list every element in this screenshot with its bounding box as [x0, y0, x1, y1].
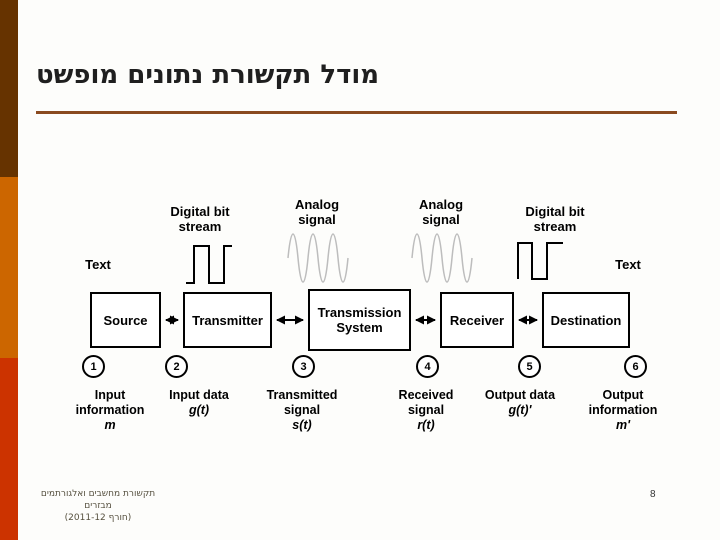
footer: תקשורת מחשבים ואלגורתמים מבזרים (חורף 20… — [28, 488, 168, 524]
square-wave-icon — [186, 245, 232, 284]
title-underline — [36, 111, 677, 114]
stage-label-text: Transmitted signal — [266, 388, 338, 417]
box-transmission-system: Transmission System — [308, 289, 411, 351]
box-destination: Destination — [542, 292, 630, 348]
page-number: 8 — [650, 489, 656, 500]
stage-label-text: Output data — [484, 388, 556, 402]
stage-label-4: Received signal r(t) — [386, 388, 466, 433]
label-digital-bit-stream-right: Digital bit stream — [525, 204, 585, 234]
stage-label-text: Output information — [588, 388, 658, 417]
box-label: Receiver — [449, 312, 505, 328]
sidebar-block-middle — [0, 177, 18, 358]
label-text-right: Text — [615, 257, 641, 272]
box-source: Source — [90, 292, 161, 348]
stage-circle-6: 6 — [624, 355, 647, 378]
stage-label-5: Output data g(t)' — [475, 388, 565, 418]
sine-wave-icon — [411, 233, 473, 283]
diagram-overlay — [165, 233, 563, 325]
square-wave-icon — [517, 242, 563, 280]
sidebar-block-top — [0, 0, 18, 177]
box-transmitter: Transmitter — [183, 292, 272, 348]
stage-label-2: Input data g(t) — [154, 388, 244, 418]
label-text-left: Text — [85, 257, 111, 272]
stage-label-1: Input information m — [70, 388, 150, 433]
footer-course-name: תקשורת מחשבים ואלגורתמים מבזרים — [40, 489, 156, 511]
label-analog-signal-left: Analog signal — [294, 197, 340, 227]
label-analog-signal-right: Analog signal — [418, 197, 464, 227]
footer-semester: (חורף 2011-12) — [64, 513, 132, 523]
stage-label-text: Input data — [169, 388, 229, 402]
stage-circle-4: 4 — [416, 355, 439, 378]
stage-formula: r(t) — [417, 418, 435, 432]
stage-label-6: Output information m' — [579, 388, 667, 433]
box-label: Source — [103, 312, 148, 328]
stage-circle-3: 3 — [292, 355, 315, 378]
stage-formula: m' — [615, 418, 631, 432]
box-label: Transmitter — [192, 312, 263, 328]
sine-wave-icon — [287, 233, 349, 283]
box-label: Transmission System — [317, 305, 402, 335]
stage-circle-1: 1 — [82, 355, 105, 378]
sidebar-block-bottom — [0, 358, 18, 540]
stage-circle-5: 5 — [518, 355, 541, 378]
stage-label-3: Transmitted signal s(t) — [258, 388, 346, 433]
stage-formula: s(t) — [292, 418, 312, 432]
stage-formula: g(t) — [188, 403, 210, 417]
stage-circle-2: 2 — [165, 355, 188, 378]
box-label: Destination — [550, 312, 622, 328]
box-receiver: Receiver — [440, 292, 514, 348]
slide-title: מודל תקשורת נתונים מופשט — [36, 60, 380, 90]
stage-label-text: Input information — [75, 388, 145, 417]
label-digital-bit-stream-left: Digital bit stream — [170, 204, 230, 234]
stage-label-text: Received signal — [398, 388, 454, 417]
stage-formula: g(t)' — [508, 403, 532, 417]
stage-formula: m — [104, 418, 116, 432]
